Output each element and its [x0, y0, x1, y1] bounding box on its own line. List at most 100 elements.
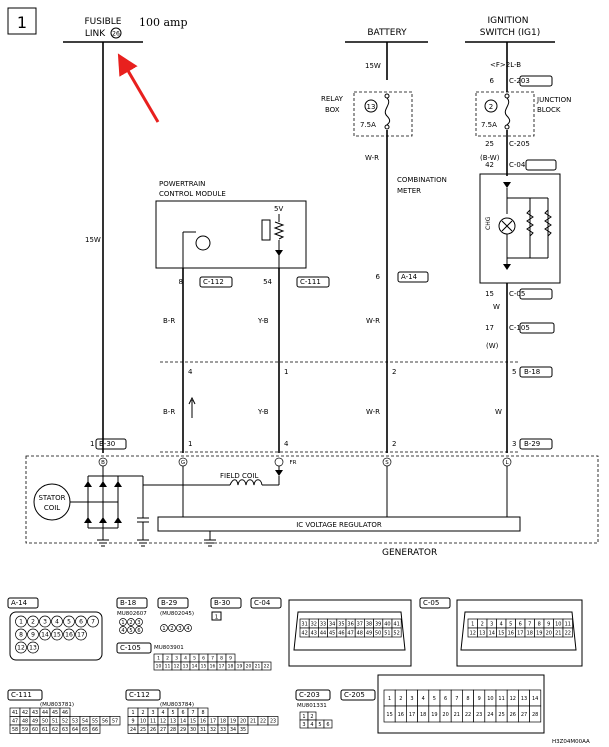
connector-pin-label: 51 — [384, 630, 390, 636]
connector-pin-cell — [89, 724, 101, 734]
connector-pin-label: 4 — [184, 656, 187, 662]
wire-label-w1: W — [493, 303, 500, 311]
connector-pin-label: 20 — [546, 630, 552, 636]
gen-b-conn: B-30 — [99, 440, 115, 448]
connector-pin-label: 13 — [479, 630, 485, 636]
connector-pin-label: 4 — [500, 621, 503, 627]
connector-pin-cell — [27, 615, 39, 628]
connector-pin-label: 11 — [565, 621, 571, 627]
connector-pin-label: 28 — [532, 712, 538, 718]
connector-pin-label: 22 — [264, 664, 270, 670]
conn-c112-part: (MU803784) — [160, 702, 194, 708]
connector-pin-label: 7 — [211, 656, 214, 662]
connector-pin-label: 8 — [19, 632, 23, 639]
conn-b18-part: MU802607 — [117, 611, 147, 617]
jb-in-conn: C-203 — [509, 77, 530, 85]
wire-label-wr-2: W-R — [366, 408, 380, 416]
fusible-link: FUSIBLE LINK 26 100 amp — [63, 16, 188, 43]
pcm-conn-b: C-111 — [300, 278, 321, 286]
red-arrow — [117, 53, 160, 123]
meter-pin-out: 15 — [485, 290, 494, 298]
jr2-pin-1: 4 — [284, 440, 289, 448]
conn-c105-part: MU803901 — [154, 645, 184, 651]
connector-pin-label: 3 — [151, 710, 154, 716]
connector-pin-label: 43 — [311, 630, 317, 636]
connector-pin-label: 63 — [62, 727, 68, 733]
connector-pin-label: 17 — [409, 712, 415, 718]
connector-pin-label: 5 — [318, 722, 321, 728]
pcm-label-1: POWERTRAIN — [159, 180, 205, 188]
connector-pin-label: 42 — [22, 710, 28, 716]
connector-pin-label: 43 — [32, 710, 38, 716]
connector-pin-cell — [51, 615, 63, 628]
connector-pin-label: 38 — [366, 621, 372, 627]
wire-label-relay-in: 15W — [365, 62, 381, 70]
connector-pin-cell — [261, 661, 272, 671]
connector-pin-label: 32 — [210, 727, 216, 733]
wire-label-wr-1: W-R — [366, 317, 380, 325]
connector-pin-label: 4 — [186, 626, 189, 632]
conn-c05-label: C-05 — [423, 599, 439, 607]
connector-pin-cell — [39, 628, 51, 641]
connector-pin-label: 45 — [329, 630, 335, 636]
stator-label-1: STATOR — [38, 494, 65, 502]
connector-pin-label: 5 — [193, 656, 196, 662]
connector-pin-label: 13 — [183, 664, 189, 670]
connector-pin-label: 2 — [170, 626, 173, 632]
connector-pin-label: 52 — [393, 630, 399, 636]
wire-label-yb-1: Y-B — [257, 317, 269, 325]
connector-pin-label: 18 — [220, 718, 226, 724]
connector-pin-label: 53 — [72, 718, 78, 724]
connector-pin-label: 10 — [555, 621, 561, 627]
connector-pin-label: 9 — [31, 632, 35, 639]
connector-pin-cell — [51, 628, 63, 641]
connector-pin-label: 22 — [260, 718, 266, 724]
connector-pin-label: 44 — [42, 710, 48, 716]
stator-label-2: COIL — [44, 504, 60, 512]
connector-pin-label: 51 — [52, 718, 58, 724]
connector-pin-cell — [15, 615, 27, 628]
connector-b30: B-30 1 — [210, 597, 242, 621]
connector-pin-label: 6 — [79, 619, 83, 626]
connector-pin-label: 5 — [433, 696, 436, 702]
connector-pin-label: 8 — [220, 656, 223, 662]
connector-pin-label: 2 — [129, 620, 132, 626]
connector-pin-label: 45 — [52, 710, 58, 716]
meter-label-1: COMBINATION — [397, 176, 447, 184]
connector-pin-label: 21 — [454, 712, 460, 718]
relay-fuse-amp: 7.5A — [360, 121, 376, 129]
jb-out-conn: C-205 — [509, 140, 530, 148]
connector-pin-label: 33 — [320, 621, 326, 627]
connector-pin-label: 13 — [29, 645, 37, 652]
connector-pin-label: 1 — [19, 619, 23, 626]
j17-pin: 17 — [485, 324, 494, 332]
connector-pin-label: 46 — [338, 630, 344, 636]
connector-pin-label: 24 — [487, 712, 493, 718]
connector-pin-label: 3 — [490, 621, 493, 627]
connector-pin-label: 17 — [219, 664, 225, 670]
conn-b30-label: B-30 — [214, 599, 230, 607]
connector-pin-label: 52 — [62, 718, 68, 724]
connector-pin-label: 8 — [201, 710, 204, 716]
jb-in-pin: 6 — [490, 77, 495, 85]
rectifier-bridge — [70, 476, 122, 540]
connector-pin-label: 18 — [228, 664, 234, 670]
connector-pin-cell — [27, 641, 39, 654]
gen-b-pin: 1 — [90, 440, 94, 448]
meter-pin-d: 6 — [376, 273, 381, 281]
junction-row-2: 1 4 2 3 B-29 — [160, 438, 553, 453]
wire-label-w-2: W — [495, 408, 502, 416]
connector-pin-label: 22 — [565, 630, 571, 636]
conn-c112-label: C-112 — [129, 691, 150, 699]
connector-pin-cell — [119, 618, 127, 626]
pcm-pin-a: 8 — [179, 278, 183, 286]
connector-pin-label: 15 — [498, 630, 504, 636]
connector-pin-cell — [75, 628, 87, 641]
connector-pin-label: 12 — [510, 696, 516, 702]
